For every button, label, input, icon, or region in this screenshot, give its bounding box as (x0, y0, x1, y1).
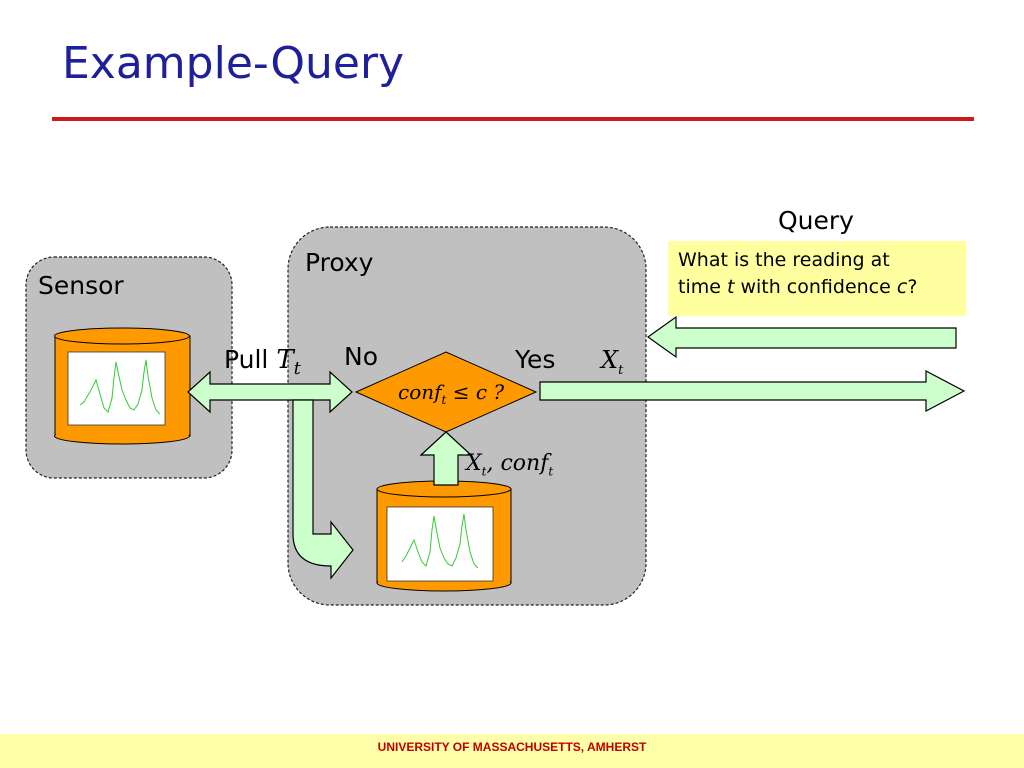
feed-conf: , conf (486, 451, 549, 476)
query-question-line2: time t with confidence c? (678, 274, 956, 301)
decision-rest: ≤ c ? (446, 380, 505, 404)
feed-conf-subscript: t (548, 464, 554, 479)
proxy-database-icon (376, 480, 512, 592)
decision-conf: conf (398, 380, 442, 404)
output-var-subscript: t (618, 362, 624, 378)
pull-double-arrow (187, 370, 353, 414)
slide-title: Example-Query (62, 38, 405, 89)
feed-x-subscript: t (481, 464, 487, 479)
feed-values: Xt, conft (466, 451, 553, 478)
store-bent-arrow (292, 399, 354, 580)
query-line2-mid: with confidence (734, 276, 897, 298)
sensor-label: Sensor (38, 271, 124, 300)
query-line2-c: c (896, 276, 908, 298)
query-question-line1: What is the reading at (678, 249, 890, 271)
output-variable: Xt (601, 346, 623, 378)
yes-label: Yes (515, 345, 556, 374)
decision-conf-subscript: t (441, 393, 447, 407)
query-line2-pre: time (678, 276, 727, 298)
decision-condition: conft ≤ c ? (398, 380, 504, 407)
title-divider (52, 117, 974, 121)
pull-text: Pull (224, 345, 269, 374)
feed-x: X (466, 451, 482, 476)
feed-up-arrow (419, 431, 473, 486)
footer-text: UNIVERSITY OF MASSACHUSETTS, AMHERST (377, 740, 647, 754)
proxy-label: Proxy (305, 248, 374, 277)
query-line2-end: ? (907, 276, 918, 298)
no-label: No (344, 342, 378, 371)
query-label: Query (778, 206, 854, 235)
proxy-plot-thumbnail (386, 506, 494, 582)
confidence-decision (354, 351, 538, 433)
pull-var-subscript: t (293, 358, 301, 379)
query-incoming-arrow (646, 315, 957, 359)
pull-label: Pull Tt (224, 345, 301, 379)
answer-outgoing-arrow (539, 370, 966, 412)
query-line2-t: t (726, 276, 735, 298)
footer-bar (0, 734, 1024, 768)
sensor-database-icon (54, 327, 191, 445)
output-var: X (601, 346, 619, 374)
pull-var: T (276, 345, 294, 375)
query-question-box: What is the reading at time t with confi… (668, 241, 966, 316)
